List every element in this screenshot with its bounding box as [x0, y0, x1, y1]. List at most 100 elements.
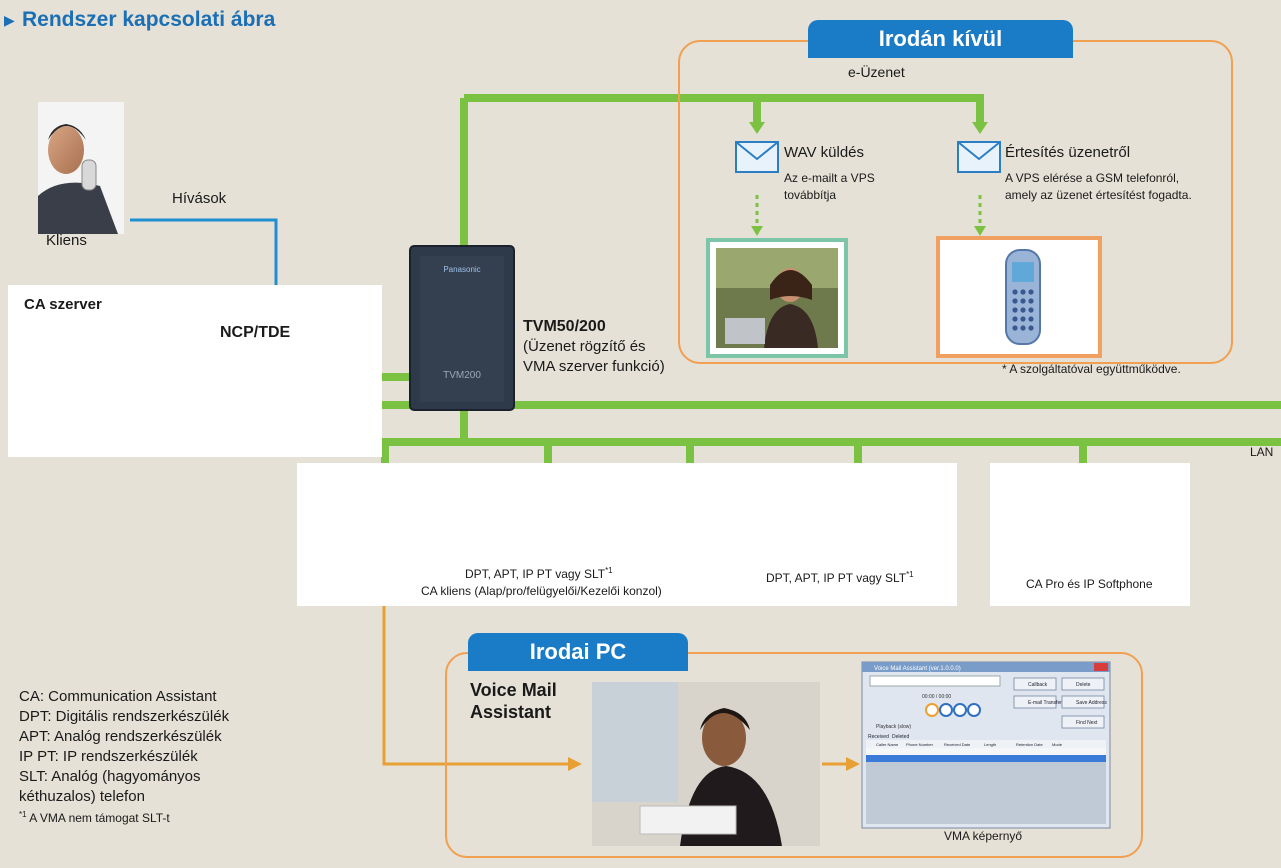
- mobile-key: [1028, 307, 1034, 313]
- legend-item: CA: Communication Assistant: [19, 688, 217, 705]
- office-link-line: [382, 575, 572, 766]
- vma-column-header: Retention Date: [1016, 742, 1043, 747]
- mobile-key: [1020, 325, 1026, 331]
- vma-column-header: Caller Name: [876, 742, 899, 747]
- vma-button: [1061, 695, 1105, 709]
- mobile-screen: [1012, 262, 1034, 282]
- vma-close-button: [1094, 663, 1108, 671]
- provider-note: * A szolgáltatóval együttműködve.: [1002, 362, 1181, 376]
- mobile-key: [1028, 316, 1034, 322]
- vma-title-1: Voice Mail: [470, 680, 557, 700]
- client-suit: [38, 182, 118, 234]
- mobile-key: [1020, 307, 1026, 313]
- headset-woman-hair: [700, 708, 750, 730]
- clients-panel: [297, 463, 957, 606]
- vma-table-header: [866, 740, 1106, 748]
- envelope-flap: [735, 141, 779, 161]
- wav-desc-1: Az e-mailt a VPS: [784, 171, 875, 185]
- mobile-key: [1028, 325, 1034, 331]
- ca-server-label: CA szerver: [24, 296, 102, 313]
- down-arrow-icon: [751, 226, 763, 236]
- vma-column-header: Length: [984, 742, 996, 747]
- notify-desc-1: A VPS elérése a GSM telefonról,: [1005, 171, 1180, 185]
- mobile-key: [1020, 316, 1026, 322]
- vma-button: [1061, 715, 1105, 729]
- office-pc-badge: Irodai PC: [468, 633, 688, 671]
- e-message-label: e-Üzenet: [848, 64, 905, 80]
- outside-office-badge: Irodán kívül: [808, 20, 1073, 58]
- legend-item: SLT: Analóg (hagyományos: [19, 768, 201, 785]
- woman-hair: [770, 270, 812, 300]
- tvm-front-panel: [420, 256, 504, 402]
- monitor-silhouette: [592, 682, 678, 802]
- page-title: Rendszer kapcsolati ábra: [22, 8, 276, 31]
- mobile-key: [1012, 307, 1018, 313]
- vma-table-row: [866, 748, 1106, 755]
- mobile-key: [1012, 325, 1018, 331]
- ca-pro-label: CA Pro és IP Softphone: [1026, 577, 1153, 591]
- phone-handset-icon: [81, 159, 97, 191]
- client-label: Kliens: [46, 232, 87, 249]
- footnote: *1 A VMA nem támogat SLT-t: [19, 807, 229, 826]
- vma-button: [1013, 695, 1057, 709]
- vma-media-button: [925, 703, 939, 717]
- vma-input: [869, 675, 1001, 687]
- vma-time: 00:00 / 00:00: [922, 694, 951, 700]
- mobile-key: [1020, 289, 1026, 295]
- outside-office-region: [678, 40, 1233, 364]
- lan-label: LAN: [1250, 445, 1274, 459]
- right-arrow-icon: [568, 757, 582, 771]
- vma-button: [1061, 677, 1105, 691]
- headset-woman-head: [702, 710, 746, 766]
- mobile-key: [1028, 289, 1034, 295]
- legend-item: APT: Analóg rendszerkészülék: [19, 728, 222, 745]
- client-head: [48, 126, 84, 174]
- vma-column-header: Mode: [1052, 742, 1063, 747]
- vma-titlebar: [862, 662, 1110, 672]
- dpt-label-1: DPT, APT, IP PT vagy SLT*1: [465, 566, 613, 581]
- client-hair: [48, 124, 86, 140]
- tvm-brand-label: Panasonic: [443, 265, 480, 274]
- vma-button-label: Save Address: [1076, 700, 1107, 706]
- office-pc-region: [445, 652, 1143, 858]
- right-arrow-icon: [846, 757, 860, 771]
- vma-media-button: [939, 703, 953, 717]
- laptop: [725, 318, 765, 344]
- envelope-flap: [957, 141, 1001, 161]
- title-arrow-icon: ▶: [4, 12, 15, 28]
- wav-desc-2: továbbítja: [784, 188, 837, 202]
- tvm-label: TVM50/200: [523, 318, 606, 335]
- calls-line: [130, 218, 278, 305]
- vma-playback: Playback (slow): [876, 724, 911, 730]
- footnote-mark: *1: [19, 810, 27, 819]
- dpt-label-1-text: DPT, APT, IP PT vagy SLT: [465, 567, 606, 581]
- mobile-key: [1020, 298, 1026, 304]
- vma-media-button: [953, 703, 967, 717]
- vma-button-label: Find Next: [1076, 720, 1098, 726]
- vma-title-2: Assistant: [470, 702, 552, 722]
- dpt-label-2: DPT, APT, IP PT vagy SLT*1: [766, 570, 914, 585]
- wav-label: WAV küldés: [784, 144, 865, 161]
- down-arrow-icon: [749, 122, 765, 134]
- down-arrow-icon: [974, 226, 986, 236]
- vma-column-header: Received Date: [944, 742, 971, 747]
- ca-server-panel: [8, 285, 382, 457]
- woman-body: [764, 304, 818, 348]
- vma-button: [1013, 677, 1057, 691]
- dpt-label-1-sup: *1: [605, 566, 613, 575]
- vma-tab-deleted: Deleted: [892, 734, 909, 740]
- vma-column-header: Phone Number: [906, 742, 934, 747]
- vma-media-button: [967, 703, 981, 717]
- vma-button-label: Delete: [1076, 682, 1091, 688]
- tvm-desc-2: VMA szerver funkció): [523, 358, 665, 375]
- mobile-key: [1012, 298, 1018, 304]
- vma-button-label: Callback: [1028, 682, 1048, 688]
- vma-table-row-selected: [866, 755, 1106, 762]
- down-arrow-icon: [972, 122, 988, 134]
- legend-item: kéthuzalos) telefon: [19, 788, 145, 805]
- dpt-label-2-text: DPT, APT, IP PT vagy SLT: [766, 571, 907, 585]
- mobile-key: [1012, 316, 1018, 322]
- softphone-panel: [990, 463, 1190, 606]
- vma-button-label: E-mail Transfer: [1028, 700, 1062, 706]
- notify-desc-2: amely az üzenet értesítést fogadta.: [1005, 188, 1192, 202]
